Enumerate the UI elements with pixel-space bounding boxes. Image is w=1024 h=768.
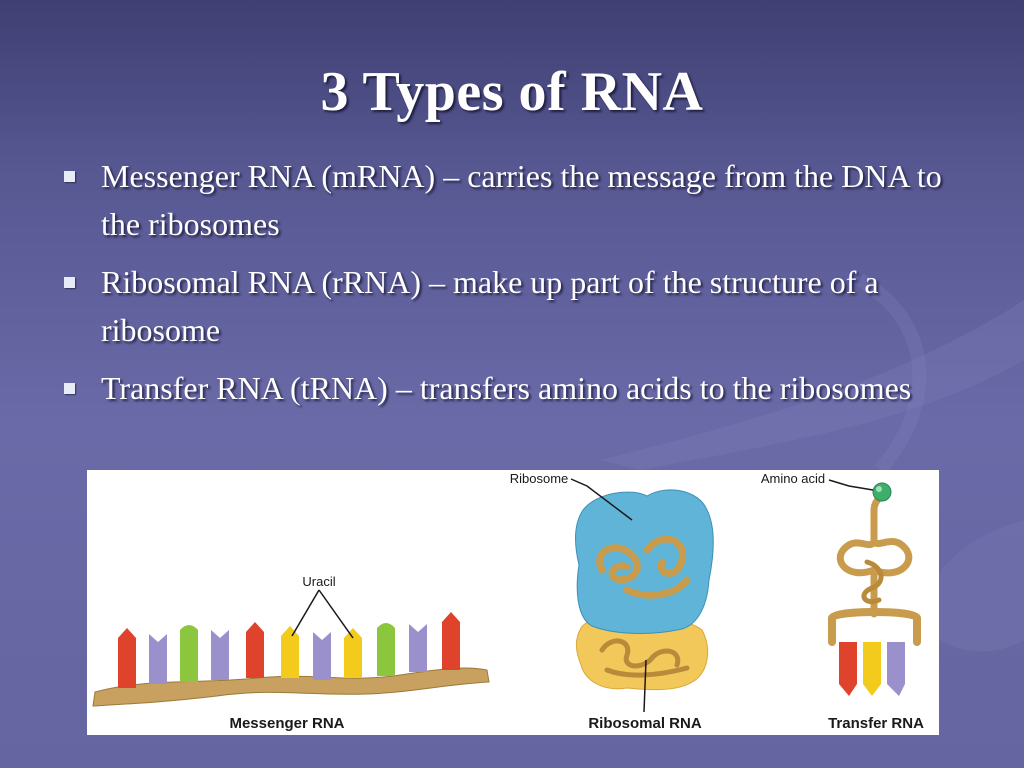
rna-figure-panel: Uracil Messenger RNA Ribosome Ribosomal … (87, 470, 939, 735)
bullet-text: Transfer RNA (tRNA) – transfers amino ac… (101, 370, 912, 406)
amino-acid-icon (872, 482, 892, 502)
bullet-item-rrna: Ribosomal RNA (rRNA) – make up part of t… (60, 258, 960, 354)
ribosome-pointer (570, 478, 633, 521)
square-bullet-icon (64, 171, 75, 182)
square-bullet-icon (64, 383, 75, 394)
bullet-list: Messenger RNA (mRNA) – carries the messa… (60, 152, 960, 422)
mrna-caption: Messenger RNA (229, 715, 344, 732)
square-bullet-icon (64, 277, 75, 288)
slide-title: 3 Types of RNA (320, 61, 704, 123)
uracil-pointer (318, 589, 354, 639)
mrna-bases (118, 612, 460, 688)
amino-acid-pointer (828, 479, 874, 491)
mrna-illustration: Uracil Messenger RNA (92, 574, 490, 732)
rrna-caption: Ribosomal RNA (588, 715, 702, 732)
bullet-item-trna: Transfer RNA (tRNA) – transfers amino ac… (60, 364, 960, 412)
bullet-text: Ribosomal RNA (rRNA) – make up part of t… (101, 264, 879, 348)
trna-illustration: Amino acid Transfer RNA (761, 471, 924, 732)
uracil-label: Uracil (302, 574, 335, 589)
uracil-pointer (291, 589, 320, 637)
rrna-illustration: Ribosome Ribosomal RNA (510, 471, 714, 732)
bullet-item-mrna: Messenger RNA (mRNA) – carries the messa… (60, 152, 960, 248)
trna-caption: Transfer RNA (828, 715, 924, 732)
ribosome-label: Ribosome (510, 471, 569, 486)
rrna-pointer (643, 659, 647, 713)
rna-illustration: Uracil Messenger RNA Ribosome Ribosomal … (92, 471, 924, 732)
amino-acid-label: Amino acid (761, 471, 825, 486)
bullet-text: Messenger RNA (mRNA) – carries the messa… (101, 158, 942, 242)
